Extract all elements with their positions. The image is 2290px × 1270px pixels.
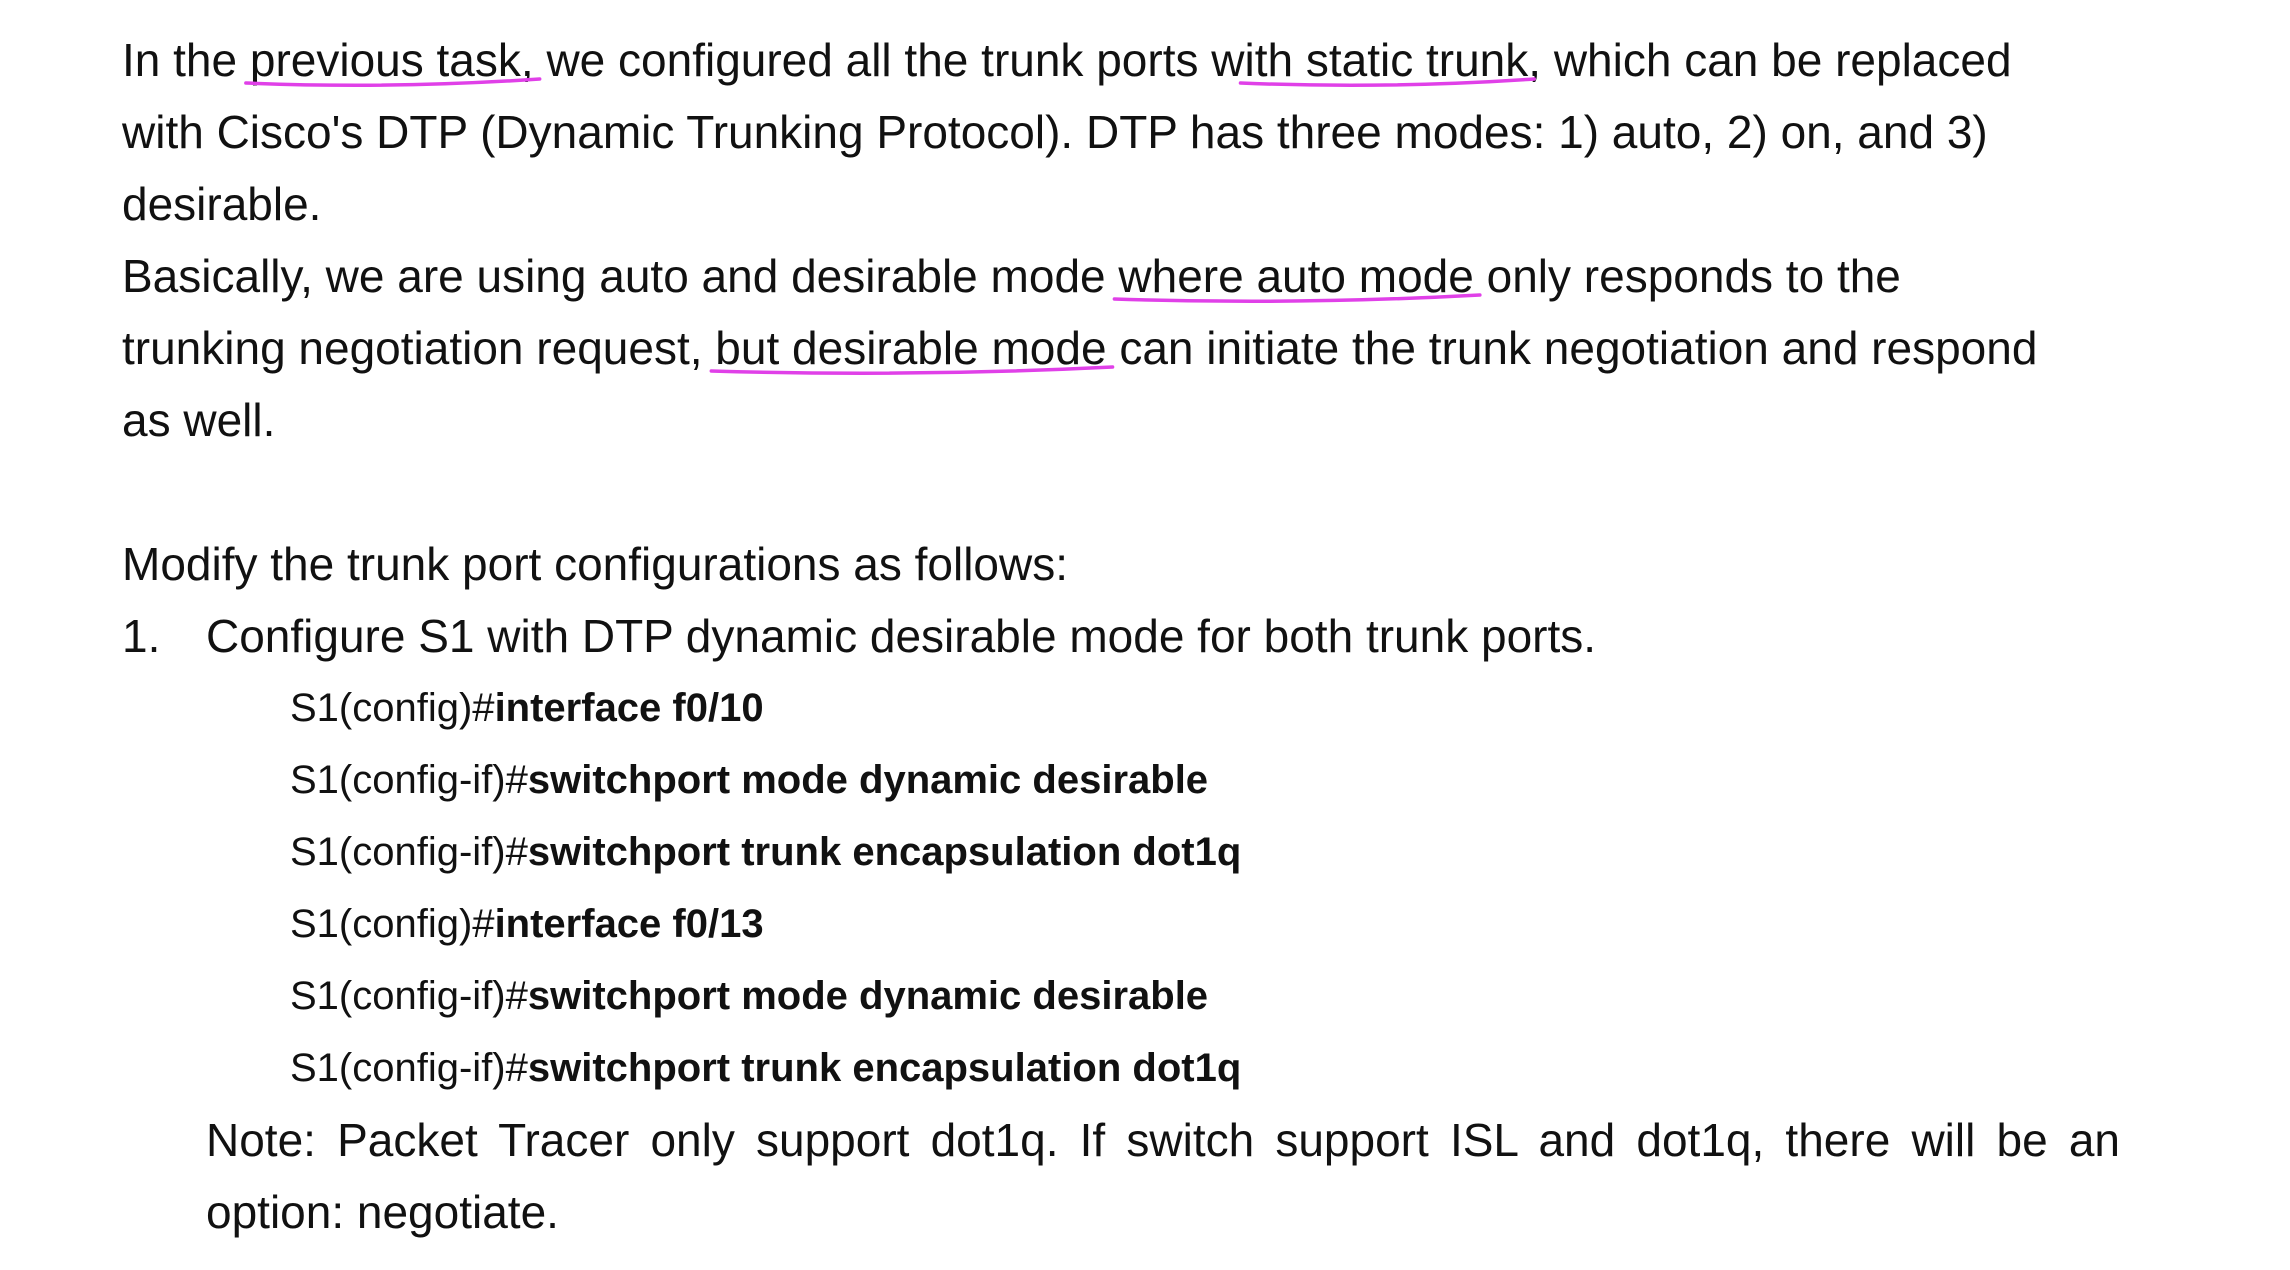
note-line-2: option: negotiate. <box>206 1186 559 1238</box>
paragraph-gap <box>122 456 2122 528</box>
command-line: S1(config)#interface f0/13 <box>290 888 2122 960</box>
command-text: interface f0/10 <box>494 686 764 730</box>
command-line: S1(config-if)#switchport mode dynamic de… <box>290 960 2122 1032</box>
command-prompt: S1(config)# <box>290 686 495 730</box>
command-prompt: S1(config-if)# <box>290 1046 528 1090</box>
step-1: 1. Configure S1 with DTP dynamic desirab… <box>122 600 2122 672</box>
modify-heading: Modify the trunk port configurations as … <box>122 538 1069 590</box>
command-line: S1(config-if)#switchport mode dynamic de… <box>290 744 2122 816</box>
command-line: S1(config)#interface f0/10 <box>290 672 2122 744</box>
underlined-where-auto-mode: where auto mode <box>1118 250 1474 302</box>
intro-paragraph: In the previous task, we configured all … <box>122 24 2122 240</box>
command-prompt: S1(config-if)# <box>290 830 528 874</box>
underlined-but-desirable-mode: but desirable mode <box>715 322 1107 374</box>
command-line: S1(config-if)#switchport trunk encapsula… <box>290 1032 2122 1104</box>
command-prompt: S1(config)# <box>290 902 495 946</box>
command-text: switchport trunk encapsulation dot1q <box>527 1046 1242 1090</box>
command-prompt: S1(config-if)# <box>290 758 528 802</box>
command-block: S1(config)#interface f0/10 S1(config-if)… <box>122 672 2122 1104</box>
document-page: In the previous task, we configured all … <box>122 24 2122 1248</box>
underlined-previous-task: previous task, <box>249 34 534 86</box>
note-line-1: Note: Packet Tracer only support dot1q. … <box>206 1114 2120 1166</box>
basically-line-3: as well. <box>122 394 276 446</box>
underlined-static-trunk: ith static trunk <box>1244 34 1529 86</box>
command-text: switchport mode dynamic desirable <box>527 758 1209 802</box>
command-text: switchport trunk encapsulation dot1q <box>527 830 1242 874</box>
command-text: switchport mode dynamic desirable <box>527 974 1209 1018</box>
command-line: S1(config-if)#switchport trunk encapsula… <box>290 816 2122 888</box>
basically-paragraph: Basically, we are using auto and desirab… <box>122 240 2122 456</box>
basically-line-1: Basically, we are using auto and desirab… <box>122 250 1901 302</box>
command-prompt: S1(config-if)# <box>290 974 528 1018</box>
command-text: interface f0/13 <box>494 902 764 946</box>
intro-line-3: desirable. <box>122 178 322 230</box>
intro-line-2: with Cisco's DTP (Dynamic Trunking Proto… <box>122 106 1988 158</box>
step-text: Configure S1 with DTP dynamic desirable … <box>206 610 1597 662</box>
intro-line-1: In the previous task, we configured all … <box>122 34 2012 86</box>
note-paragraph: Note: Packet Tracer only support dot1q. … <box>122 1104 2120 1248</box>
step-number: 1. <box>122 610 161 662</box>
basically-line-2: trunking negotiation request, but desira… <box>122 322 2038 374</box>
